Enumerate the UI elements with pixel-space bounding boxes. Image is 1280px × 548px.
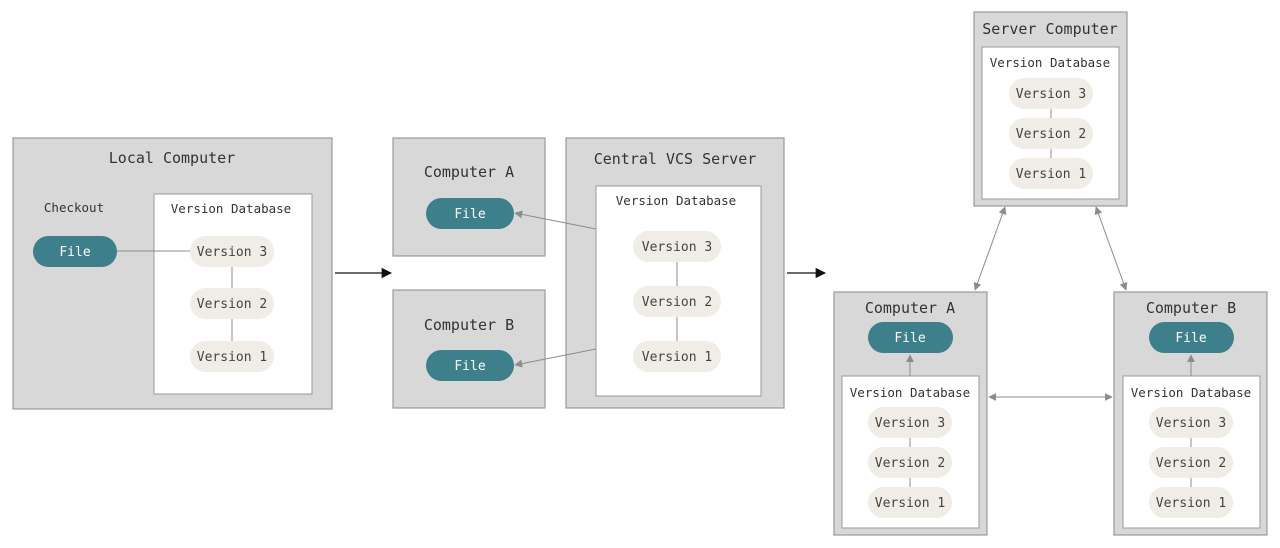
version-label: Version 1: [197, 350, 267, 365]
file-label: File: [894, 331, 925, 346]
dist-computer-a-database-title: Version Database: [850, 385, 970, 400]
dist-computer-b-file-pill[interactable]: [1149, 322, 1234, 353]
dist-computer-b-database-title: Version Database: [1131, 385, 1251, 400]
local-file-label: File: [59, 245, 90, 260]
central-version-2-pill[interactable]: [633, 286, 721, 317]
dist-b-version-3-pill[interactable]: [1149, 407, 1233, 438]
central-version-1-pill[interactable]: [633, 341, 721, 372]
file-label: File: [454, 207, 485, 222]
version-label: Version 1: [875, 496, 945, 511]
central-computer-b-file-pill[interactable]: [426, 350, 514, 381]
sync-arrow-server-to-computer-a: [973, 206, 1007, 291]
checkout-label: Checkout: [44, 200, 104, 215]
version-label: Version 3: [1156, 416, 1226, 431]
version-label: Version 1: [642, 350, 712, 365]
checkout-arrow-to-computer-a: [514, 210, 597, 230]
local-database-title: Version Database: [171, 201, 291, 216]
dist-b-version-2-pill[interactable]: [1149, 447, 1233, 478]
server-version-3-pill[interactable]: [1009, 78, 1093, 109]
version-label: Version 2: [1156, 456, 1226, 471]
version-label: Version 1: [1016, 167, 1086, 182]
dist-a-version-2-pill[interactable]: [868, 447, 952, 478]
central-computer-a-file-pill[interactable]: [426, 198, 514, 229]
central-computer-a-box: [392, 137, 546, 257]
central-computer-b-title: Computer B: [424, 316, 514, 334]
centralized-vcs-panel: Computer A File Computer B File Central …: [392, 137, 785, 409]
version-label: Version 2: [197, 297, 267, 312]
server-database-title: Version Database: [990, 55, 1110, 70]
version-label: Version 3: [642, 240, 712, 255]
version-label: Version 3: [1016, 87, 1086, 102]
dist-a-version-3-pill[interactable]: [868, 407, 952, 438]
version-label: Version 2: [642, 295, 712, 310]
server-computer-title: Server Computer: [982, 20, 1117, 38]
version-label: Version 2: [1016, 127, 1086, 142]
dist-computer-b-title: Computer B: [1146, 299, 1236, 317]
central-vcs-server-title: Central VCS Server: [594, 150, 757, 168]
local-version-3-pill[interactable]: [190, 236, 274, 267]
central-computer-b-box: [392, 289, 546, 409]
local-file-pill[interactable]: [33, 236, 117, 267]
dist-a-version-1-pill[interactable]: [868, 487, 952, 518]
local-vcs-panel: Local Computer Checkout Version Database…: [12, 137, 333, 410]
version-label: Version 2: [875, 456, 945, 471]
central-database-title: Version Database: [616, 193, 736, 208]
sync-arrow-server-to-computer-b: [1094, 206, 1128, 291]
dist-b-version-1-pill[interactable]: [1149, 487, 1233, 518]
local-version-2-pill[interactable]: [190, 288, 274, 319]
dist-computer-a-file-pill[interactable]: [868, 322, 953, 353]
version-label: Version 1: [1156, 496, 1226, 511]
distributed-vcs-panel: Server Computer Version Database Version…: [833, 11, 1268, 536]
local-computer-title: Local Computer: [109, 149, 235, 167]
version-label: Version 3: [875, 416, 945, 431]
local-version-1-pill[interactable]: [190, 341, 274, 372]
server-version-2-pill[interactable]: [1009, 118, 1093, 149]
server-version-1-pill[interactable]: [1009, 158, 1093, 189]
version-label: Version 3: [197, 245, 267, 260]
dist-computer-a-title: Computer A: [865, 299, 955, 317]
file-label: File: [454, 359, 485, 374]
central-version-3-pill[interactable]: [633, 231, 721, 262]
central-computer-a-title: Computer A: [424, 163, 514, 181]
checkout-arrow-to-computer-b: [514, 348, 597, 368]
file-label: File: [1175, 331, 1206, 346]
